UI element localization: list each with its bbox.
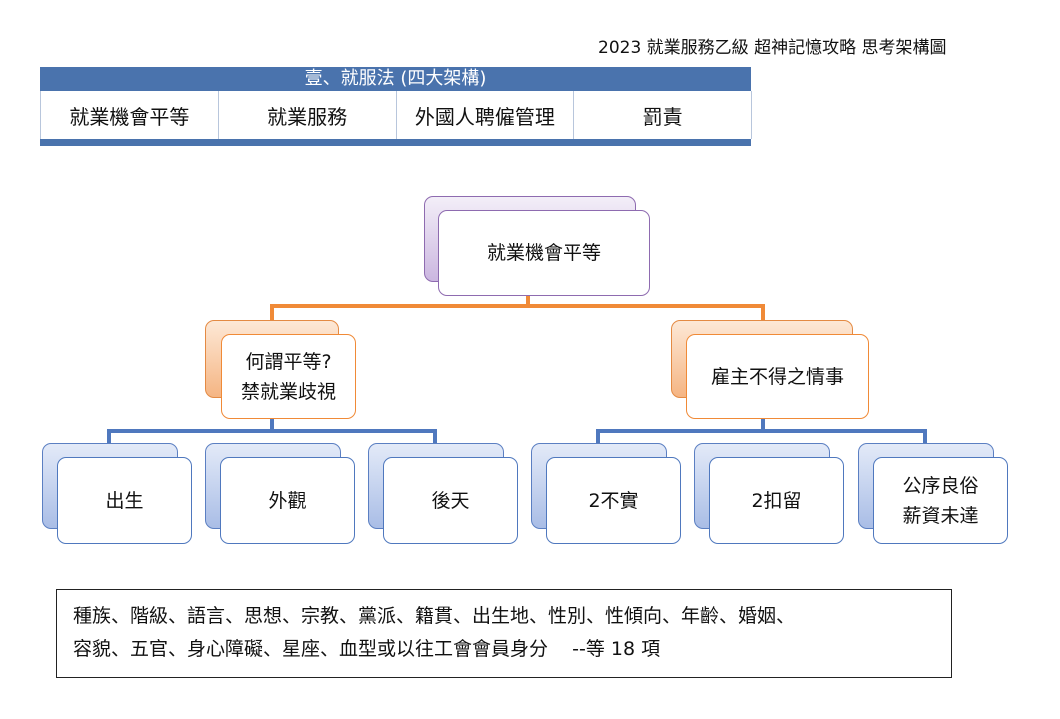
- footnote-line1: 種族、階級、語言、思想、宗教、黨派、籍貫、出生地、性別、性傾向、年齡、婚姻、: [73, 605, 796, 627]
- leaf-node-multi: 公序良俗 薪資未達: [873, 457, 1008, 544]
- law-table-cell: 就業服務: [218, 91, 397, 139]
- right-branch-node: 雇主不得之情事: [686, 334, 869, 419]
- connector-line: [107, 429, 111, 444]
- connector-line: [433, 429, 437, 444]
- page-title: 2023 就業服務乙級 超神記憶攻略 思考架構圖: [598, 38, 947, 58]
- left-branch-line1: 何謂平等?: [245, 350, 332, 373]
- law-table-cell: 就業機會平等: [41, 91, 219, 139]
- connector-line: [107, 429, 437, 433]
- connector-line: [270, 304, 765, 308]
- leaf-node: 後天: [383, 457, 518, 544]
- connector-line: [761, 417, 765, 431]
- law-table-row: 就業機會平等 就業服務 外國人聘僱管理 罰責: [40, 91, 752, 139]
- connector-line: [270, 417, 274, 431]
- leaf-node: 2扣留: [709, 457, 844, 544]
- discrimination-list-box: 種族、階級、語言、思想、宗教、黨派、籍貫、出生地、性別、性傾向、年齡、婚姻、 容…: [56, 589, 952, 678]
- connector-line: [270, 304, 274, 321]
- root-node: 就業機會平等: [438, 210, 650, 296]
- footnote-line2: 容貌、五官、身心障礙、星座、血型或以往工會會員身分 --等 18 項: [73, 638, 661, 660]
- law-table-header: 壹、就服法 (四大架構): [40, 67, 751, 91]
- law-framework-table: 壹、就服法 (四大架構) 就業機會平等 就業服務 外國人聘僱管理 罰責: [40, 67, 752, 147]
- connector-line: [526, 294, 530, 306]
- leaf-node: 出生: [57, 457, 192, 544]
- connector-line: [761, 304, 765, 321]
- connector-line: [596, 429, 600, 444]
- leaf-line2: 薪資未達: [902, 504, 979, 527]
- connector-line: [596, 429, 927, 433]
- law-table-bottom-bar: [40, 139, 751, 146]
- connector-line: [923, 429, 927, 444]
- left-branch-node: 何謂平等? 禁就業歧視: [221, 334, 356, 419]
- left-branch-line2: 禁就業歧視: [240, 380, 336, 403]
- law-table-cell: 外國人聘僱管理: [396, 91, 575, 139]
- leaf-node: 2不實: [546, 457, 681, 544]
- leaf-node: 外觀: [220, 457, 355, 544]
- law-table-cell: 罰責: [574, 91, 752, 139]
- leaf-line1: 公序良俗: [902, 474, 979, 497]
